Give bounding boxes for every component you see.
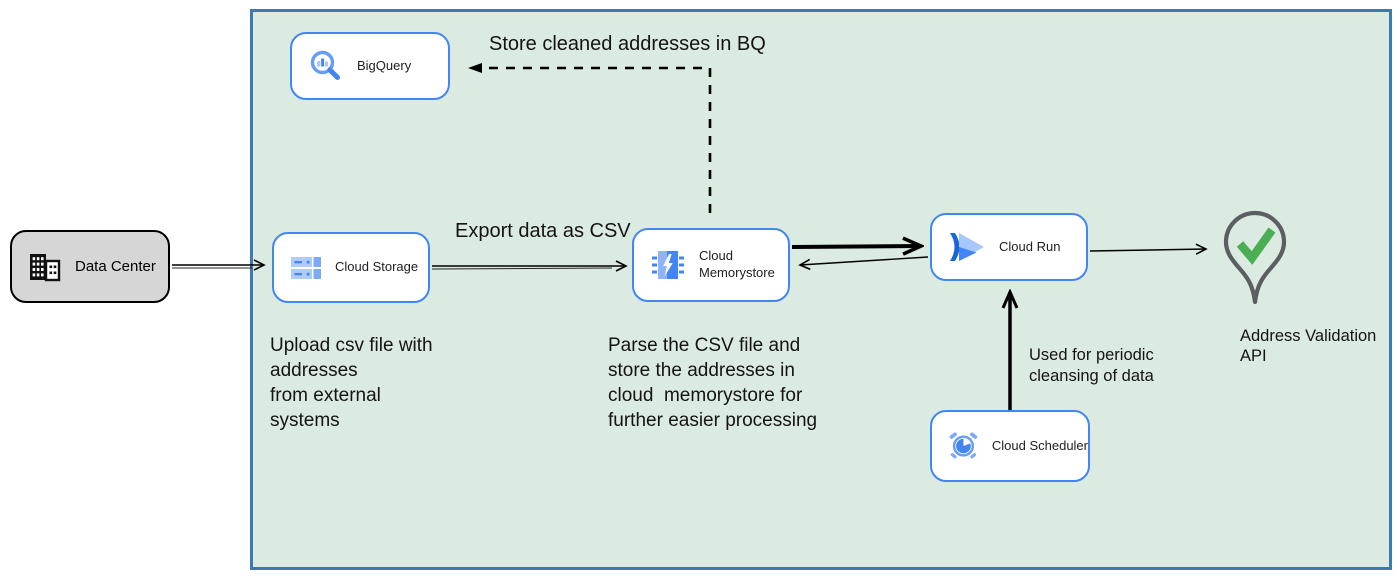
alarm-clock-icon [949,432,978,459]
node-data-center: Data Center [10,230,170,303]
label-address-validation-api: Address Validation API [1240,327,1377,365]
gcp-boundary [250,9,1392,570]
node-bigquery: BigQuery [290,32,450,100]
annotation-periodic-cleansing: Used for periodic cleansing of data [1029,346,1154,385]
map-pin-check-icon [1223,210,1287,305]
arrow-memorystore-to-run [791,246,921,247]
cloud-run-chevrons-icon [950,233,984,261]
bigquery-magnifier-icon [310,50,340,80]
node-label-bigquery: BigQuery [357,57,412,73]
node-label-cloud-storage: Cloud Storage [335,259,419,275]
annotation-store-bq: Store cleaned addresses in BQ [489,33,766,55]
storage-buckets-icon [291,256,321,279]
node-label-cloud-scheduler: Cloud Scheduler [991,437,1088,453]
arrow-run-to-address-validation [1089,243,1208,255]
node-label-cloud-memorystore: Cloud Memorystore [699,248,775,280]
annotation-parse-csv: Parse the CSV file and store the address… [608,335,818,431]
node-cloud-run: Cloud Run [930,213,1088,281]
node-label-cloud-run: Cloud Run [999,238,1061,254]
node-label-data-center: Data Center [75,257,156,275]
node-cloud-storage: Cloud Storage [272,232,430,303]
node-cloud-scheduler: Cloud Scheduler [930,410,1090,482]
memorystore-chip-icon [652,251,684,279]
check-icon [1236,227,1276,265]
annotation-upload-csv: Upload csv file with addresses from exte… [270,335,433,431]
address-validation-api-symbol [1222,210,1288,311]
node-cloud-memorystore: Cloud Memorystore [632,228,790,302]
arrow-storage-ghost-line [431,267,613,270]
annotation-export-csv: Export data as CSV [455,220,631,242]
arrow-memorystore-to-bigquery-dashed [468,63,712,213]
arrow-run-to-memorystore [798,256,929,271]
building-icon [30,253,61,281]
